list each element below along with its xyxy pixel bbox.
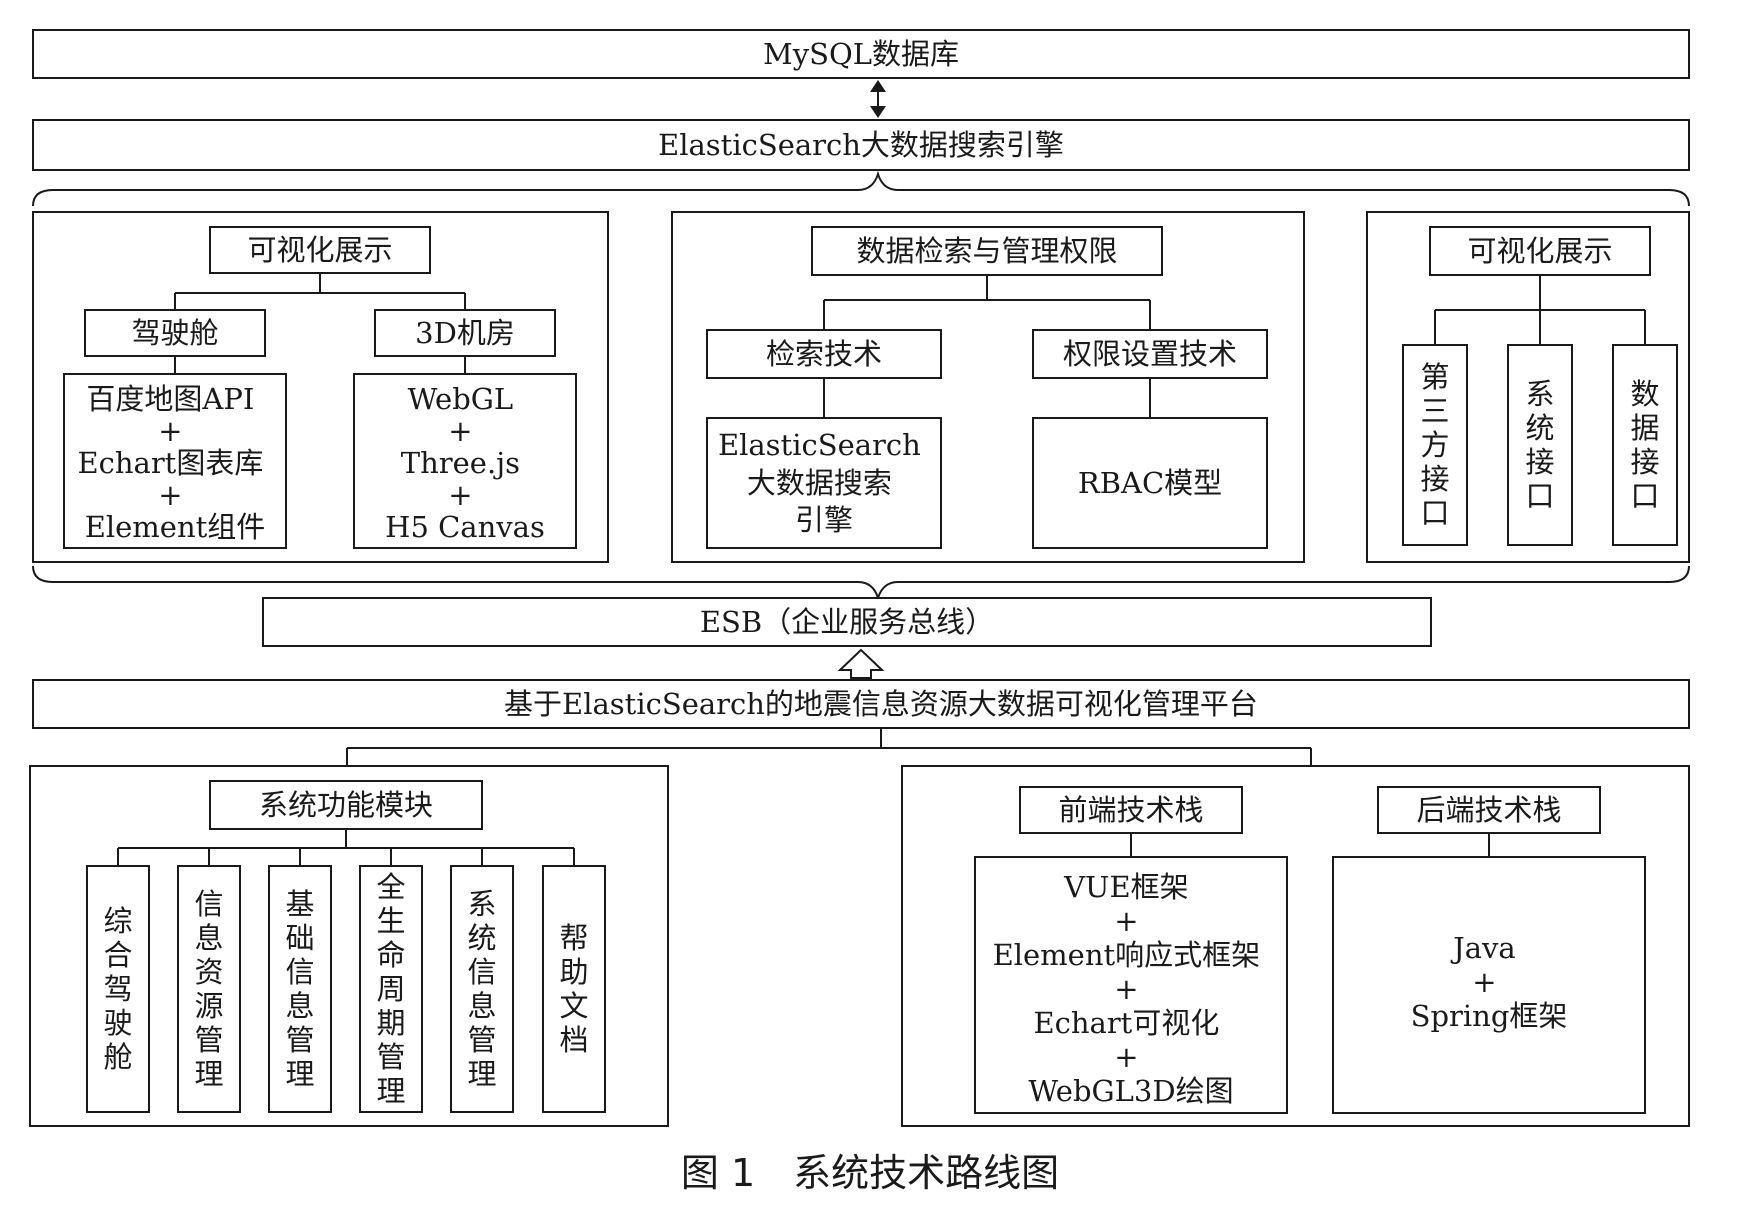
rbac-box: [1032, 417, 1268, 549]
module-label-cockpit: 综合驾驶舱: [103, 904, 132, 1074]
search-permissions-header-box: [811, 226, 1163, 276]
interfaces-header: 可视化展示: [1467, 234, 1612, 268]
panel-tech-stack: 前端技术栈 后端技术栈 VUE框架 + Element响应式框架 + Echar…: [901, 765, 1690, 1127]
interface-label-data: 数据接口: [1630, 377, 1659, 513]
module-label-system-info: 系统信息管理: [467, 887, 496, 1091]
module-vertical-labels: 综合驾驶舱 信息资源管理 基础信息管理 全生命周期管理 系统信息管理 帮助文档: [103, 870, 588, 1108]
cockpit-box: [84, 309, 266, 357]
figure-caption: 图 1 系统技术路线图: [681, 1151, 1059, 1195]
cockpit-stack-box: [63, 373, 287, 549]
search-permissions-header: 数据检索与管理权限: [856, 234, 1117, 268]
mysql-label: MySQL数据库: [763, 37, 959, 71]
module-label-basic-info: 基础信息管理: [285, 887, 314, 1091]
module-box-help: [542, 865, 606, 1113]
interface-label-system: 系统接口: [1525, 377, 1554, 513]
panel-search-permissions: 数据检索与管理权限 检索技术 权限设置技术 ElasticSearch 大数据搜…: [671, 211, 1305, 563]
module-box-system-info: [450, 865, 514, 1113]
room3d-label: 3D机房: [415, 316, 515, 350]
frontend-header: 前端技术栈: [1058, 793, 1203, 827]
module-label-help: 帮助文档: [559, 921, 588, 1057]
cockpit-label: 驾驶舱: [131, 316, 218, 350]
bottom-brace: [32, 565, 1690, 602]
elasticsearch-engine-box: ElasticSearch大数据搜索引擎: [32, 119, 1690, 171]
top-brace: [32, 170, 1690, 207]
platform-label: 基于ElasticSearch的地震信息资源大数据可视化管理平台: [504, 687, 1258, 721]
panel-function-modules: 系统功能模块 综合驾驶舱 信息资源管理 基础信息管理 全生命周期管理 系统信息管理 帮助文…: [29, 765, 669, 1127]
module-label-info-resource: 信息资源管理: [194, 887, 223, 1091]
search-engine-box: [706, 417, 942, 549]
search-engine-stack: ElasticSearch 大数据搜索 引擎: [718, 428, 930, 537]
up-arrow-icon: [837, 648, 885, 679]
elasticsearch-engine-label: ElasticSearch大数据搜索引擎: [658, 128, 1064, 162]
panel-interfaces: 可视化展示 第三方接口 系统接口 数据接口: [1366, 211, 1690, 563]
module-box-cockpit: [86, 865, 150, 1113]
backend-stack-box: [1332, 856, 1646, 1114]
interfaces-header-box: [1429, 226, 1651, 276]
search-tech-label: 检索技术: [766, 337, 882, 371]
module-box-info-resource: [177, 865, 241, 1113]
backend-stack: Java + Spring框架: [1411, 931, 1568, 1033]
module-box-lifecycle: [359, 865, 423, 1113]
platform-box: 基于ElasticSearch的地震信息资源大数据可视化管理平台: [32, 679, 1690, 729]
frontend-stack-box: [974, 856, 1288, 1114]
cockpit-stack: 百度地图API + Echart图表库 + Element组件: [77, 382, 272, 544]
visual-display-header: 可视化展示: [247, 233, 392, 267]
rbac-label: RBAC模型: [1078, 466, 1222, 500]
system-interface-box: [1507, 344, 1573, 546]
backend-header-box: [1377, 786, 1601, 834]
module-box-basic-info: [268, 865, 332, 1113]
room3d-stack: WebGL + Three.js + H5 Canvas: [385, 382, 545, 544]
third-party-interface-box: [1402, 344, 1468, 546]
interface-vertical-labels: 第三方接口 系统接口 数据接口: [1420, 360, 1659, 530]
bidirectional-arrow-icon: [870, 80, 886, 118]
backend-header: 后端技术栈: [1416, 793, 1561, 827]
esb-label: ESB（企业服务总线）: [700, 605, 994, 639]
module-label-lifecycle: 全生命周期管理: [376, 870, 405, 1108]
room3d-box: [374, 309, 556, 357]
function-modules-header: 系统功能模块: [259, 788, 433, 822]
room3d-stack-box: [353, 373, 577, 549]
esb-box: ESB（企业服务总线）: [262, 597, 1432, 647]
data-interface-box: [1612, 344, 1678, 546]
mysql-box: MySQL数据库: [32, 29, 1690, 79]
permission-tech-label: 权限设置技术: [1063, 337, 1237, 371]
frontend-header-box: [1019, 786, 1243, 834]
frontend-stack: VUE框架 + Element响应式框架 + Echart可视化 + WebGL…: [993, 870, 1270, 1108]
interface-label-third-party: 第三方接口: [1420, 360, 1449, 530]
permission-tech-box: [1032, 329, 1268, 379]
panel-visual-display: 可视化展示 驾驶舱 3D机房 百度地图API + Echart图表库 + Ele…: [32, 211, 609, 563]
